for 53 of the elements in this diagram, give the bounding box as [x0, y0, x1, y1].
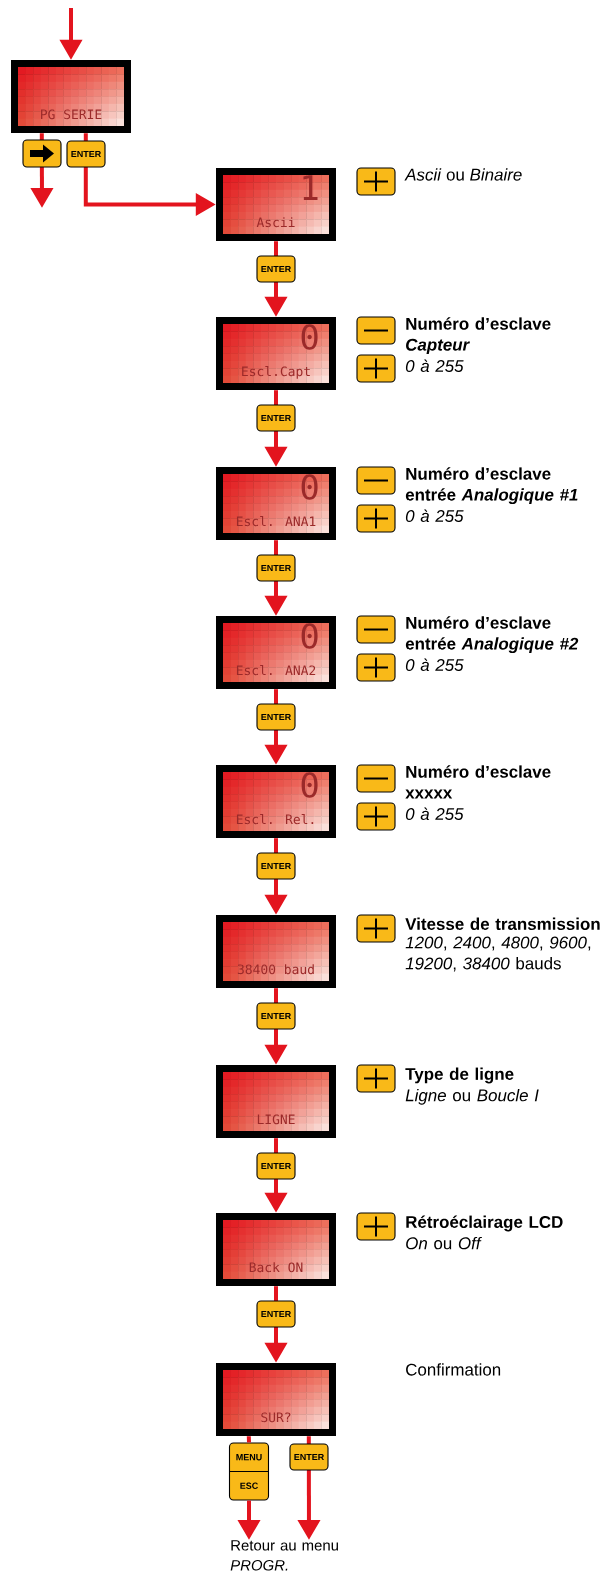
lcd-display — [216, 915, 336, 988]
description-text: Type de ligne — [405, 1067, 514, 1084]
description-text: 0 à 255 — [405, 359, 464, 373]
lcd-text: Escl. Rel. — [236, 814, 314, 825]
enter-key: ENTER — [256, 404, 296, 432]
note-text: Confirmation — [406, 1363, 501, 1376]
description-text: Numéro d’esclave entrée Analogique #1 — [405, 467, 578, 505]
lcd-display — [216, 765, 336, 838]
description-text: Numéro d’esclave entrée Analogique #2 — [405, 616, 579, 654]
lcd-digit: 1 — [303, 175, 318, 200]
lcd-display — [216, 1213, 336, 1286]
lcd-text: PG SERIE — [41, 109, 102, 120]
description-text: Rétroéclairage LCD — [406, 1215, 563, 1232]
description-text: Ligne ou Boucle I — [405, 1088, 539, 1105]
lcd-digit: 0 — [301, 474, 318, 500]
enter-key: ENTER — [256, 852, 296, 880]
note-text: Ascii ou Binaire — [404, 168, 522, 181]
lcd-text: SUR? — [261, 1412, 291, 1423]
lcd-display — [216, 1065, 336, 1138]
description-text: Numéro d’esclave Capteur — [406, 317, 551, 355]
lcd-digit: 0 — [301, 772, 318, 798]
lcd-text: LIGNE — [257, 1114, 295, 1125]
enter-key: ENTER — [256, 554, 296, 582]
description-text: Vitesse de transmission — [405, 917, 600, 930]
lcd-text: Escl.Capt — [242, 366, 310, 379]
lcd-display — [216, 467, 336, 540]
description-text: On ou Off — [406, 1236, 482, 1250]
description-text: 0 à 255 — [405, 658, 464, 672]
description-text: Numéro d’esclave xxxxx — [405, 765, 551, 799]
lcd-text: Escl. ANA1 — [236, 516, 316, 527]
lcd-text: Back ON — [249, 1262, 303, 1273]
lcd-display — [216, 1363, 336, 1436]
description-text: 0 à 255 — [405, 807, 464, 821]
enter-key: ENTER — [256, 1002, 296, 1030]
enter-key: ENTER — [66, 140, 106, 168]
lcd-digit: 0 — [301, 623, 318, 649]
enter-key: ENTER — [256, 703, 296, 731]
lcd-digit: 0 — [301, 324, 318, 350]
description-text: 1200, 2400, 4800, 9600, 19200, 38400 bauds — [405, 936, 591, 972]
enter-key: ENTER — [256, 1152, 296, 1180]
enter-key: ENTER — [256, 255, 296, 283]
note-text: Retour au menu PROGR. — [230, 1540, 338, 1571]
menu-esc-key: MENU ESC — [228, 1442, 270, 1501]
lcd-display — [216, 168, 336, 241]
description-text: 0 à 255 — [405, 509, 464, 523]
lcd-display — [216, 317, 336, 390]
lcd-display — [216, 616, 336, 689]
enter-key: ENTER — [256, 1300, 296, 1328]
enter-key: ENTER — [289, 1443, 329, 1471]
lcd-text: Ascii — [256, 217, 295, 228]
lcd-text: 38400 baud — [237, 964, 314, 975]
lcd-text: Escl. ANA2 — [236, 665, 316, 676]
lcd-display — [11, 60, 131, 133]
